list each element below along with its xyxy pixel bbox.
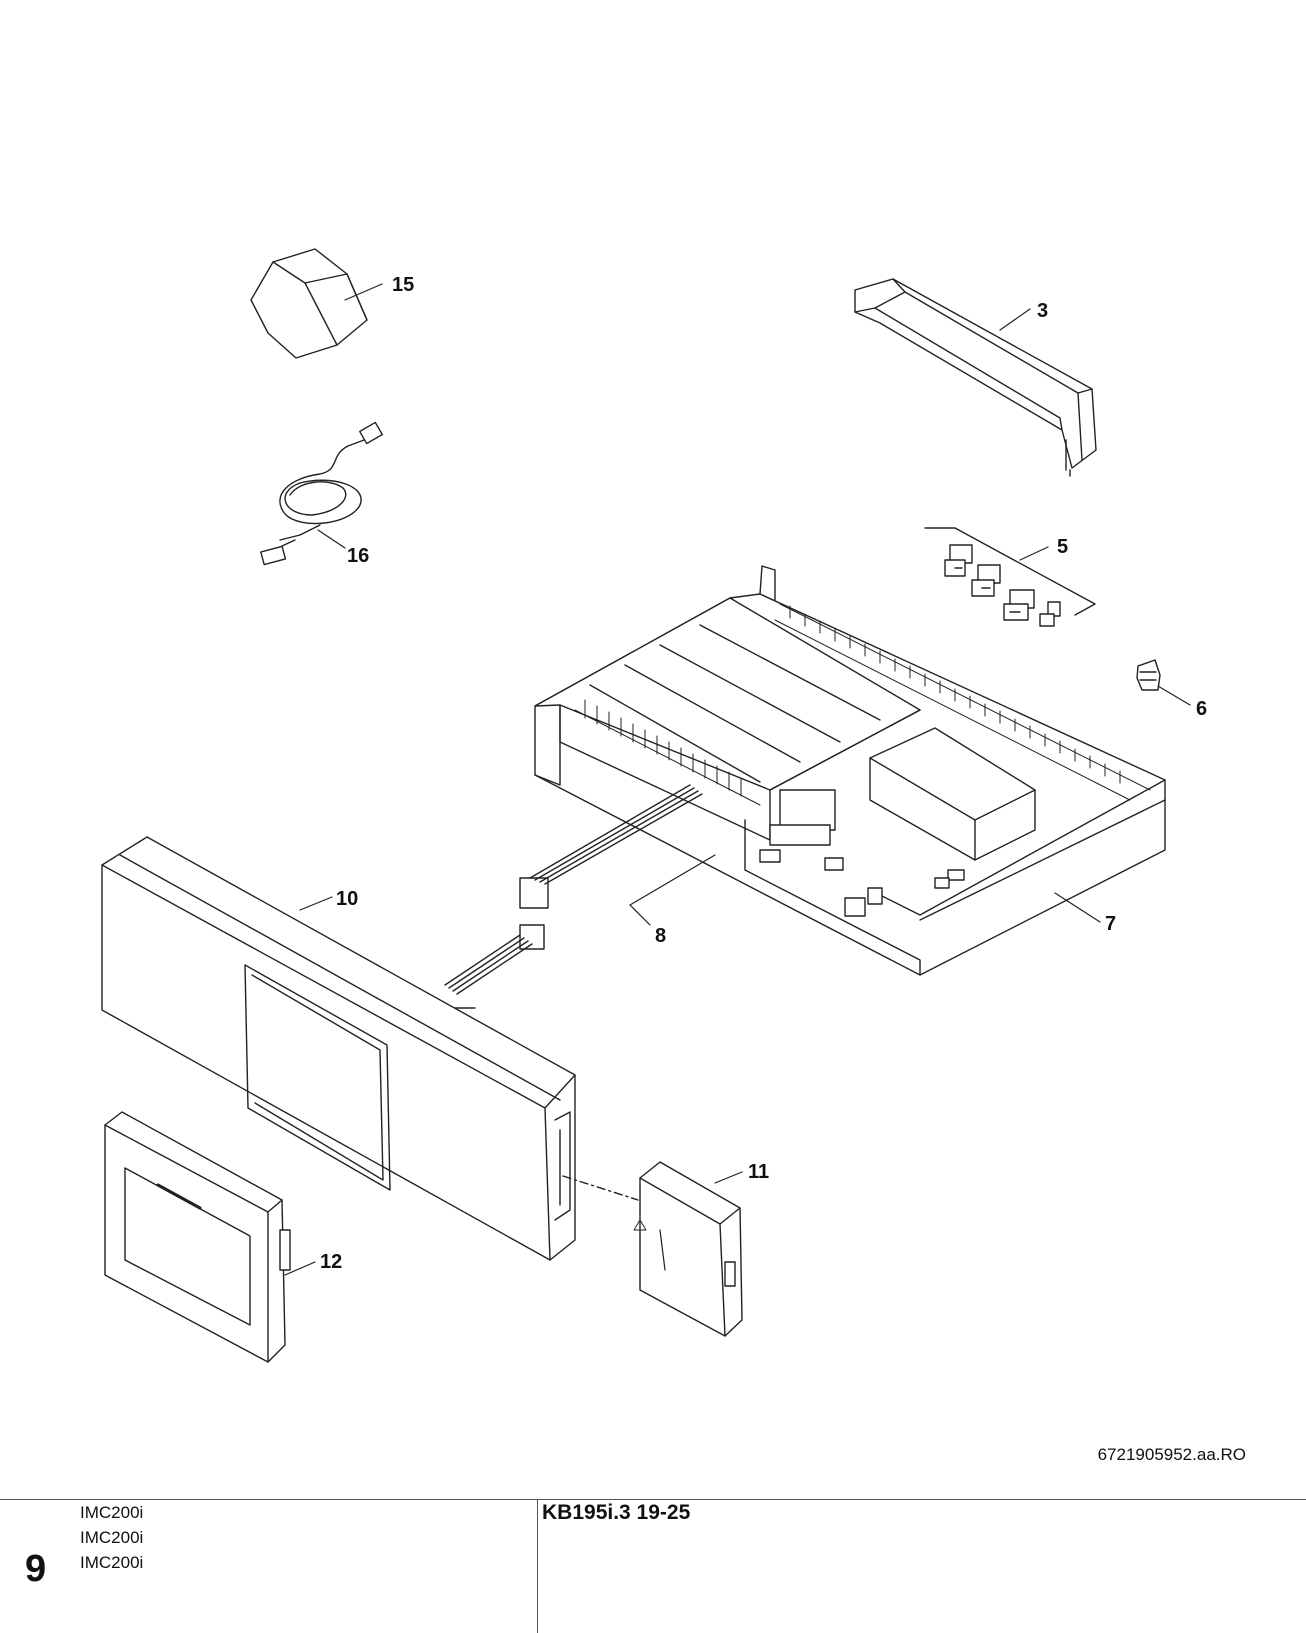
series-title: KB195i.3 19-25 (542, 1501, 691, 1524)
page-number: 9 (25, 1548, 47, 1590)
model-list: IMC200i IMC200i IMC200i (80, 1500, 143, 1575)
part-16-cable (260, 421, 383, 566)
callout-16: 16 (347, 545, 369, 567)
document-reference: 6721905952.aa.RO (1097, 1445, 1246, 1464)
part-5-connectors (924, 527, 1096, 627)
part-15-hex-cap (250, 248, 368, 359)
part-12-front-display (104, 1111, 291, 1363)
model-item: IMC200i (80, 1503, 144, 1522)
callout-11: 11 (748, 1161, 769, 1183)
part-7-base-tray (534, 565, 1166, 976)
callout-6: 6 (1196, 698, 1207, 720)
callout-8: 8 (655, 925, 666, 947)
part-10-display-housing (101, 836, 576, 1261)
footer-divider (537, 1500, 538, 1633)
model-item: IMC200i (80, 1553, 144, 1572)
callout-10: 10 (336, 888, 358, 910)
callout-12: 12 (320, 1251, 342, 1273)
callout-5: 5 (1057, 536, 1068, 558)
part-11-module (562, 1161, 743, 1337)
footer-rule (0, 1499, 1306, 1500)
callout-3: 3 (1037, 300, 1048, 322)
callout-7: 7 (1105, 913, 1116, 935)
callout-15: 15 (392, 274, 414, 296)
leader-lines (284, 283, 1191, 1276)
part-6-clip (1136, 659, 1161, 691)
part-3-cover (854, 278, 1097, 477)
model-item: IMC200i (80, 1528, 144, 1547)
